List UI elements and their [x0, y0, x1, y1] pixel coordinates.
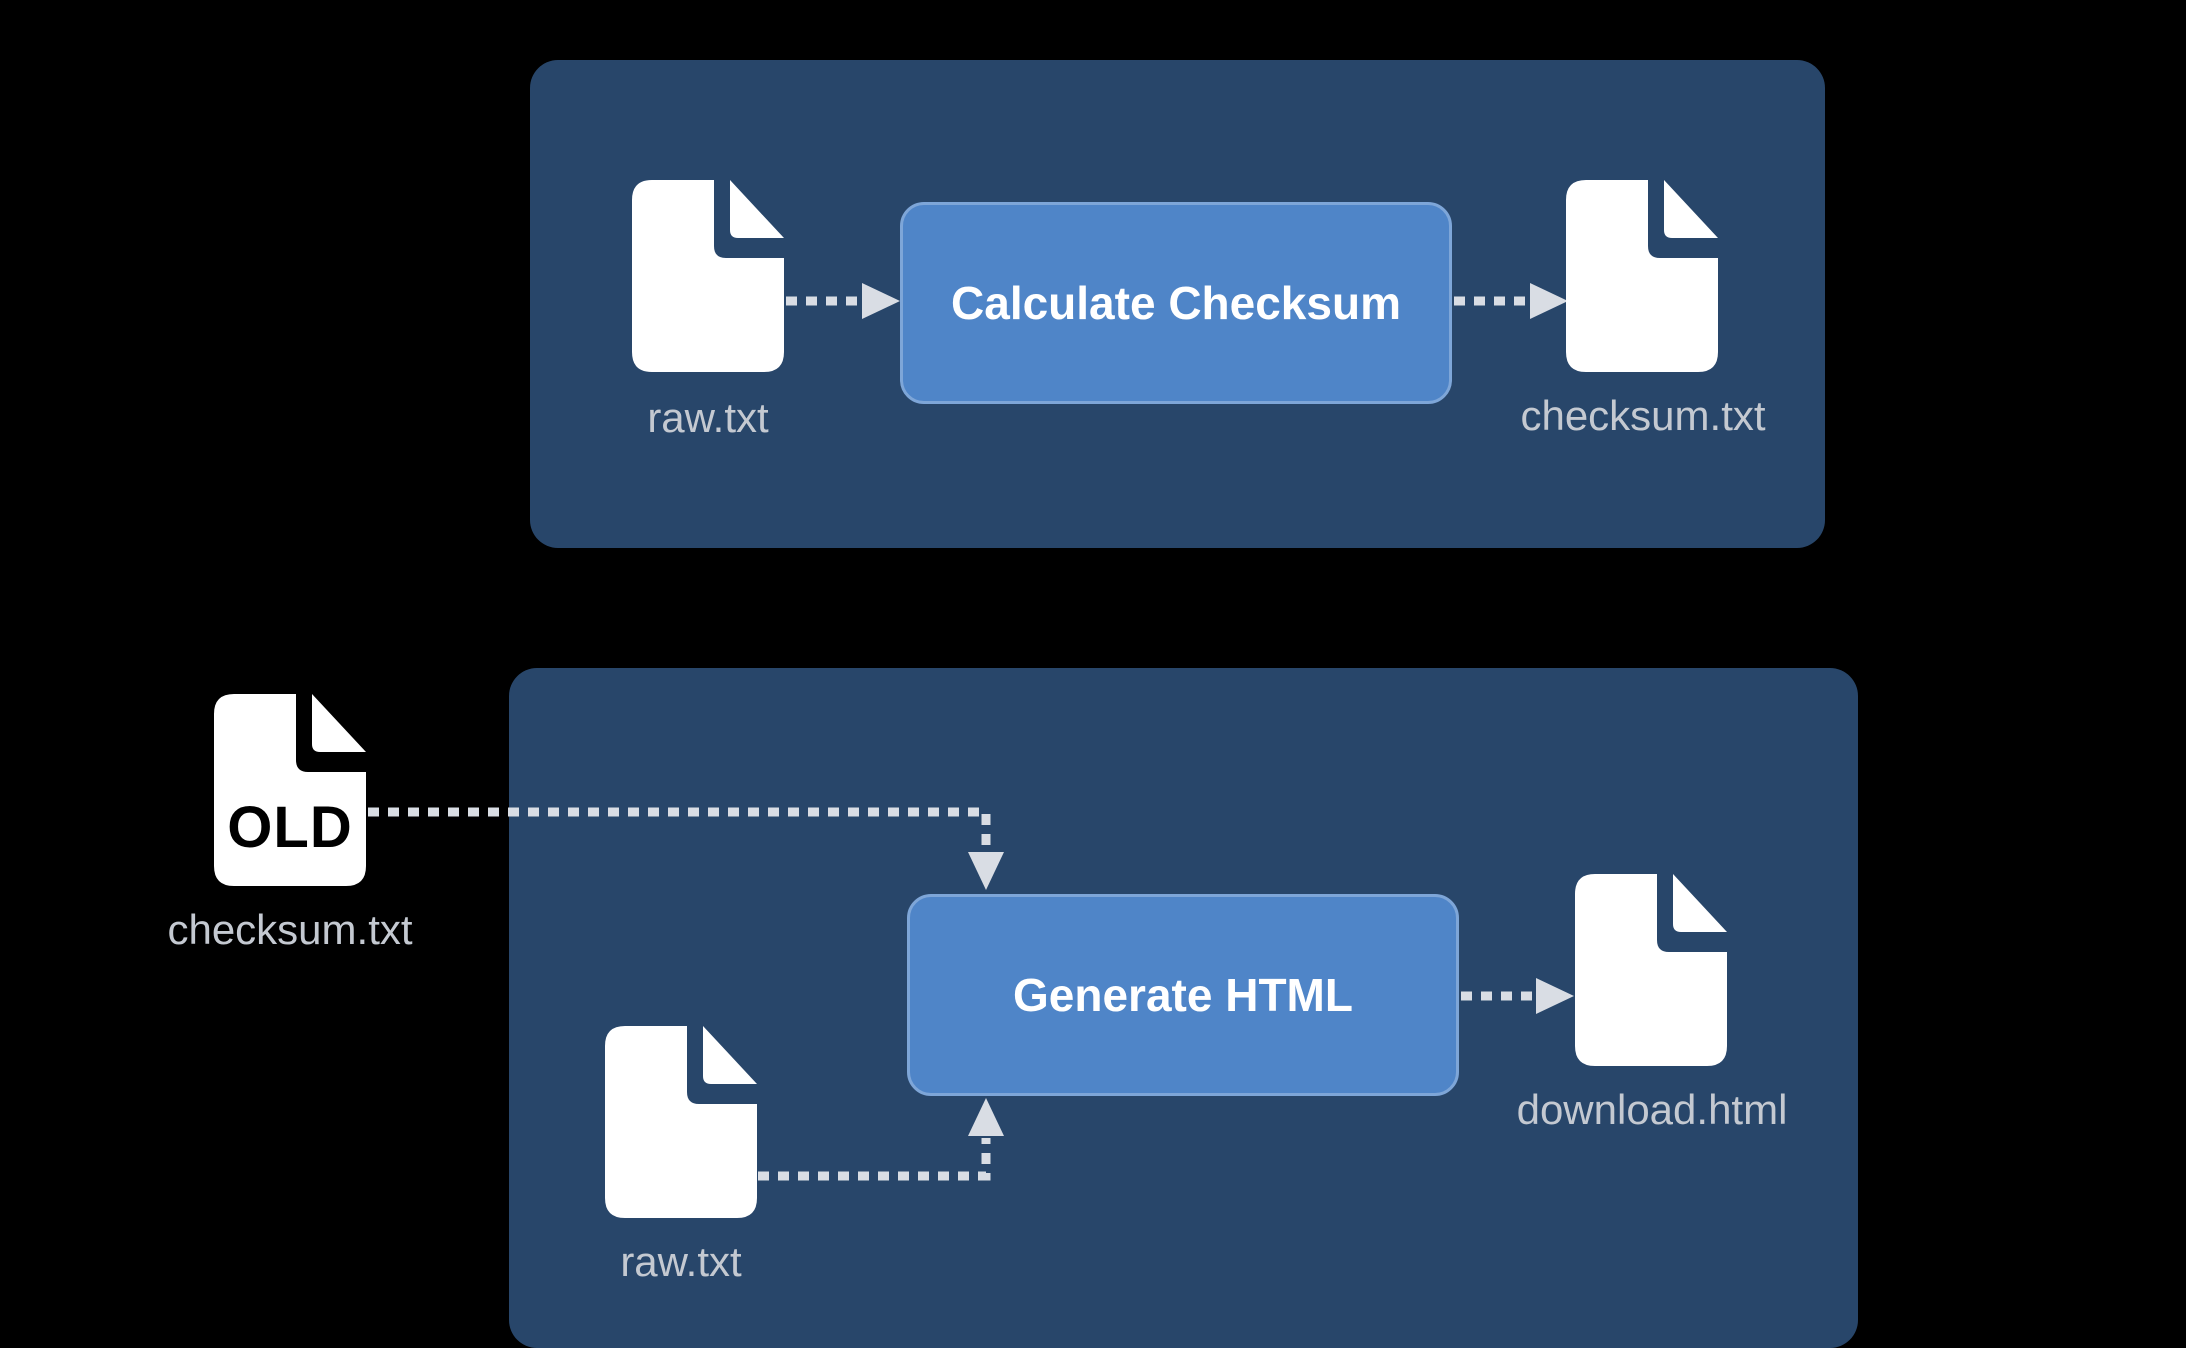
old-badge: OLD: [227, 795, 353, 860]
generate-html-step: Generate HTML: [907, 894, 1459, 1096]
generate-html-label: Generate HTML: [1013, 969, 1353, 1021]
checksum-txt-label: checksum.txt: [1520, 392, 1766, 439]
checksum-txt-document-icon: [1566, 180, 1718, 372]
old-checksum-document-icon: OLD: [214, 694, 366, 886]
raw-txt-label: raw.txt: [620, 1238, 742, 1285]
raw-txt-document-icon: [605, 1026, 757, 1218]
download-html-label: download.html: [1516, 1086, 1788, 1133]
calculate-checksum-label: Calculate Checksum: [951, 277, 1401, 329]
calculate-checksum-step: Calculate Checksum: [900, 202, 1452, 404]
old-checksum-txt-label: checksum.txt: [167, 906, 413, 953]
download-html-document-icon: [1575, 874, 1727, 1066]
raw-txt-document-icon: [632, 180, 784, 372]
raw-txt-label: raw.txt: [647, 394, 769, 441]
